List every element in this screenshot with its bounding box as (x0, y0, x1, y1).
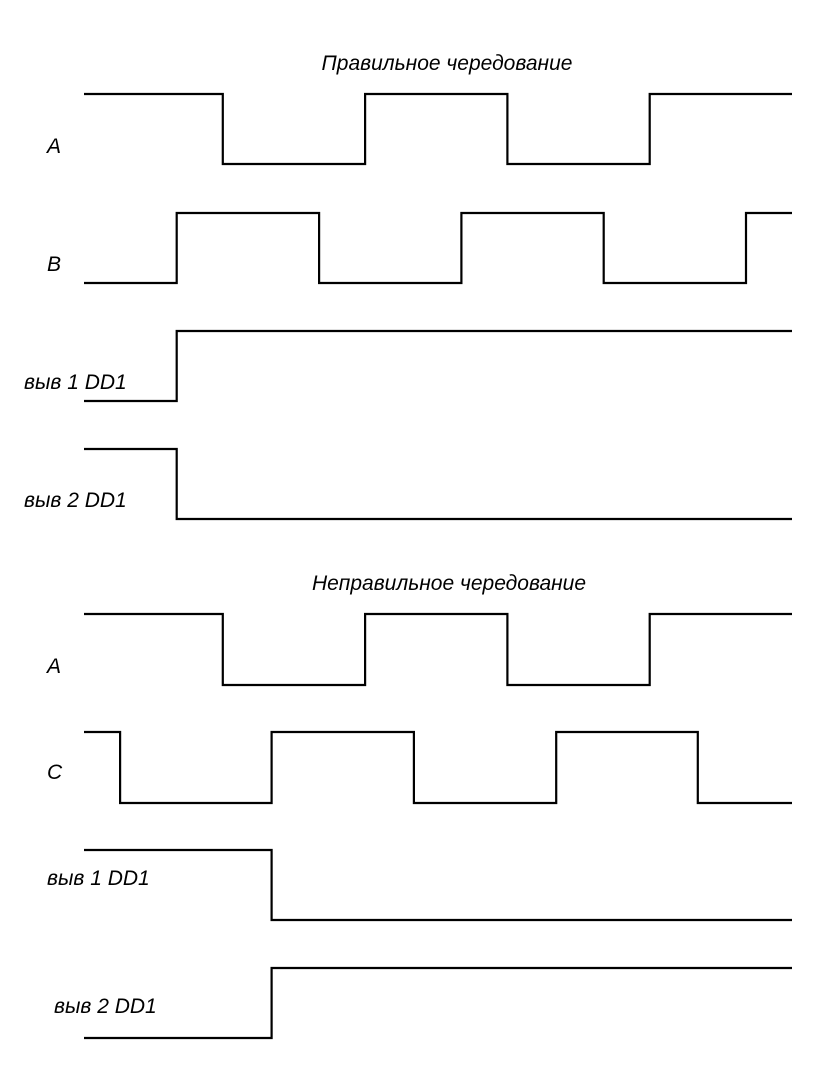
waveform-b (84, 211, 792, 285)
waveform-a-correct (84, 92, 792, 166)
waveform-pin2-incorrect (84, 966, 792, 1040)
signal-label-b: B (47, 253, 61, 276)
section-title-correct: Правильное чередование (322, 52, 573, 75)
signal-label-a-incorrect: A (45, 655, 61, 678)
waveform-c (84, 730, 792, 805)
signal-label-a-correct: A (45, 135, 61, 158)
waveform-a-incorrect (84, 612, 792, 687)
waveform-pin2-correct (84, 447, 792, 521)
section-title-incorrect: Неправильное чередование (312, 572, 586, 595)
signal-label-c: C (47, 761, 63, 784)
signal-label-pin1-incorrect: выв 1 DD1 (47, 867, 150, 890)
signal-label-pin1-correct: выв 1 DD1 (24, 371, 127, 394)
signal-label-pin2-correct: выв 2 DD1 (24, 489, 127, 512)
signal-label-pin2-incorrect: выв 2 DD1 (54, 995, 157, 1018)
waveform-pin1-incorrect (84, 848, 792, 922)
waveform-pin1-correct (84, 329, 792, 403)
